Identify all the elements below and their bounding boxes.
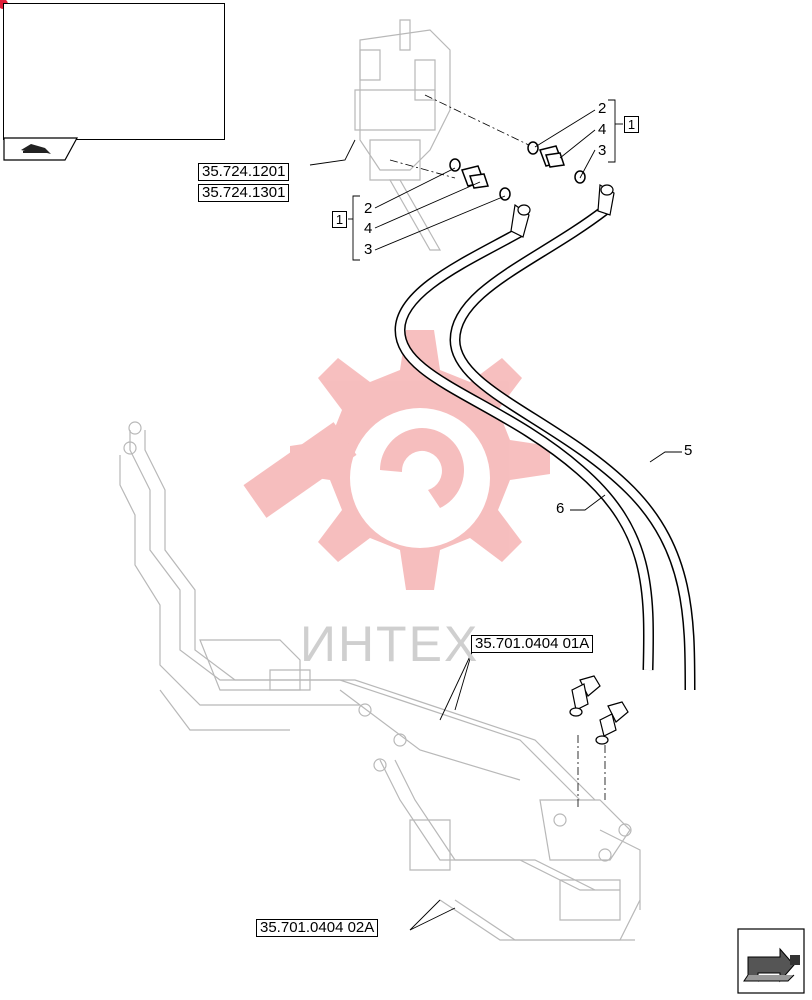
- thumbnail-frame: [3, 3, 225, 140]
- group-brackets: [348, 99, 623, 261]
- callout-4-top: 4: [598, 121, 607, 138]
- center-lines: [389, 94, 606, 810]
- callout-2-left: 2: [364, 200, 373, 217]
- reference-label-1201[interactable]: 35.724.1201: [198, 163, 290, 181]
- callout-3-left: 3: [364, 241, 373, 258]
- callout-hose-6: 6: [556, 500, 565, 517]
- background-assembly: [119, 421, 641, 941]
- seals-and-adapters: [449, 141, 586, 201]
- reference-label-01a[interactable]: 35.701.0404 01A: [471, 635, 594, 653]
- reference-label-02a[interactable]: 35.701.0404 02A: [256, 919, 379, 937]
- watermark-gear-icon: [243, 330, 550, 590]
- callout-3-top: 3: [598, 142, 607, 159]
- watermark-text: ИНТЕХ: [300, 616, 480, 672]
- reference-label-1301[interactable]: 35.724.1301: [198, 184, 290, 202]
- callout-4-left: 4: [364, 220, 373, 237]
- view-direction-icon: [3, 137, 78, 161]
- callout-1-left-box: 1: [332, 211, 347, 228]
- leader-lines: [309, 109, 682, 931]
- callout-2-top: 2: [598, 100, 607, 117]
- hydraulic-hose-6: [394, 227, 655, 671]
- callout-1-top-box: 1: [624, 116, 639, 133]
- hose-fittings: [510, 184, 629, 745]
- callout-hose-5: 5: [684, 442, 693, 459]
- hydraulic-hose-5: [449, 205, 696, 691]
